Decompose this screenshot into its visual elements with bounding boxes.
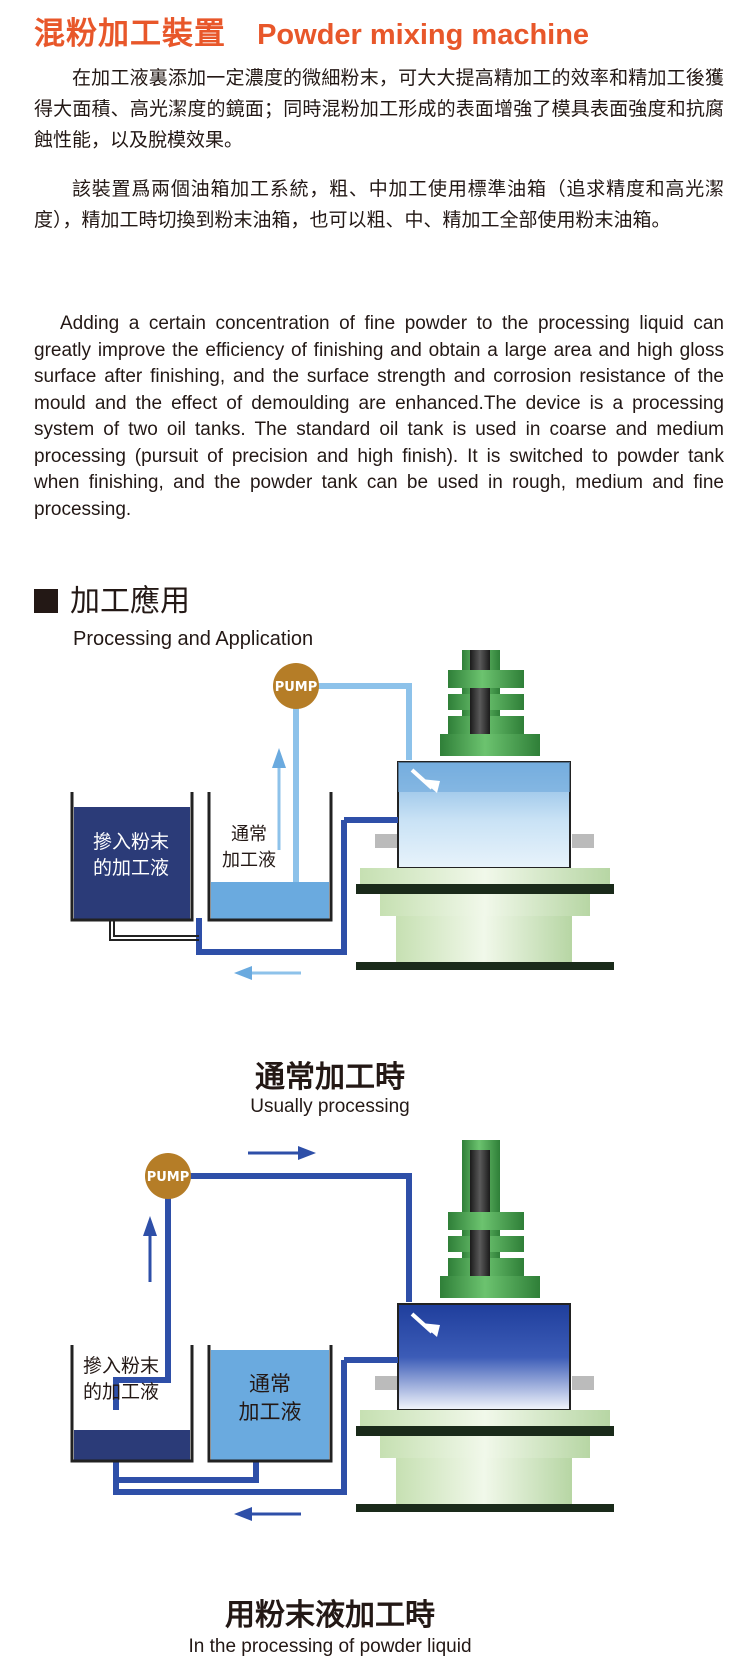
caption-powder-cn: 用粉末液加工時 <box>225 1598 435 1633</box>
section-title-en: Processing and Application <box>73 628 314 650</box>
flow-arrow-up <box>272 748 286 850</box>
powder-tank: 摻入粉末 的加工液 <box>70 792 194 922</box>
pump-icon: PUMP <box>145 1153 191 1199</box>
normal-tank: 通常 加工液 <box>207 792 333 922</box>
normal-tank: 通常 加工液 <box>207 1345 333 1463</box>
caption-usual-cn: 通常加工時 <box>255 1060 405 1095</box>
edm-machine <box>356 650 614 970</box>
flow-arrow-right <box>248 1146 316 1160</box>
title-chinese: 混粉加工裝置 <box>34 16 226 52</box>
caption-usual-en: Usually processing <box>250 1096 410 1117</box>
normal-tank-label-line1: 通常 <box>231 824 267 845</box>
powder-tank-label-line2: 的加工液 <box>93 857 169 879</box>
diagram-powder-processing: 摻入粉末 的加工液 通常 加工液 PUMP <box>70 1140 614 1521</box>
flow-arrow-left <box>234 1507 301 1521</box>
normal-tank-label-line2: 加工液 <box>239 1400 302 1424</box>
square-bullet-icon <box>34 589 58 613</box>
powder-tank: 摻入粉末 的加工液 <box>70 1345 194 1463</box>
pump-icon: PUMP <box>273 663 319 709</box>
pump-label: PUMP <box>275 680 318 695</box>
normal-tank-label-line2: 加工液 <box>222 850 276 871</box>
intro-paragraph-cn-2: 該裝置爲兩個油箱加工系統，粗、中加工使用標準油箱（追求精度和高光潔度），精加工時… <box>34 178 724 231</box>
intro-paragraph-en: Adding a certain concentration of fine p… <box>34 313 724 520</box>
powder-tank-label-line1: 摻入粉末 <box>83 1355 159 1377</box>
pump-label: PUMP <box>147 1170 190 1185</box>
flow-arrow-left <box>234 966 301 980</box>
edm-machine <box>356 1140 614 1512</box>
normal-tank-label-line1: 通常 <box>249 1372 291 1396</box>
powder-tank-label-line1: 摻入粉末 <box>93 831 169 853</box>
section-heading: 加工應用 <box>34 576 190 620</box>
pipes <box>109 683 412 955</box>
caption-powder-en: In the processing of powder liquid <box>188 1636 472 1657</box>
flow-arrow-up <box>143 1216 157 1282</box>
intro-paragraph-cn-1: 在加工液裏添加一定濃度的微細粉末，可大大提高精加工的效率和精加工後獲得大面積、高… <box>34 67 724 151</box>
section-title-cn: 加工應用 <box>70 584 190 619</box>
pipes <box>113 1173 412 1495</box>
page-header: 混粉加工裝置 Powder mixing machine <box>34 8 589 52</box>
diagram-usual-processing: 摻入粉末 的加工液 通常 加工液 PUMP <box>70 650 614 980</box>
powder-tank-label-line2: 的加工液 <box>83 1381 159 1403</box>
title-english: Powder mixing machine <box>257 19 590 51</box>
